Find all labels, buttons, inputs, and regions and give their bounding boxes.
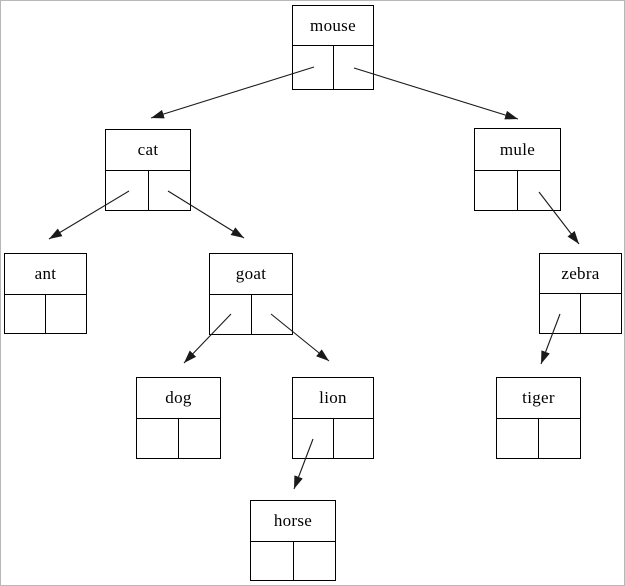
left-pointer-cell [5, 295, 46, 333]
node-label: ant [5, 254, 86, 295]
node-pointer-cells [210, 295, 292, 334]
node-pointer-cells [251, 542, 335, 580]
node-pointer-cells [137, 419, 220, 458]
tree-node-goat: goat [209, 253, 293, 335]
node-pointer-cells [5, 295, 86, 333]
node-pointer-cells [106, 171, 190, 210]
node-label: tiger [497, 378, 580, 419]
left-pointer-cell [251, 542, 294, 580]
right-pointer-cell [334, 46, 374, 89]
node-label: dog [137, 378, 220, 419]
left-pointer-cell [293, 46, 334, 89]
left-pointer-cell [293, 419, 334, 458]
left-pointer-cell [497, 419, 539, 458]
left-pointer-cell [210, 295, 252, 334]
left-pointer-cell [540, 294, 581, 333]
tree-node-dog: dog [136, 377, 221, 459]
tree-node-ant: ant [4, 253, 87, 334]
tree-node-zebra: zebra [539, 253, 622, 334]
right-pointer-cell [149, 171, 191, 210]
left-pointer-cell [137, 419, 179, 458]
node-label: lion [293, 378, 373, 419]
node-label: horse [251, 501, 335, 542]
right-pointer-cell [334, 419, 374, 458]
node-pointer-cells [475, 171, 560, 210]
tree-node-cat: cat [105, 129, 191, 211]
right-pointer-cell [179, 419, 220, 458]
node-label: goat [210, 254, 292, 295]
left-pointer-cell [475, 171, 518, 210]
node-pointer-cells [293, 46, 373, 89]
right-pointer-cell [46, 295, 86, 333]
right-pointer-cell [294, 542, 336, 580]
tree-node-tiger: tiger [496, 377, 581, 459]
tree-node-mule: mule [474, 128, 561, 211]
right-pointer-cell [518, 171, 560, 210]
node-label: zebra [540, 254, 621, 294]
right-pointer-cell [252, 295, 293, 334]
tree-node-mouse: mouse [292, 5, 374, 90]
node-pointer-cells [497, 419, 580, 458]
node-label: mule [475, 129, 560, 171]
left-pointer-cell [106, 171, 149, 210]
node-pointer-cells [540, 294, 621, 333]
tree-node-horse: horse [250, 500, 336, 581]
node-label: mouse [293, 6, 373, 46]
right-pointer-cell [539, 419, 580, 458]
right-pointer-cell [581, 294, 621, 333]
tree-node-lion: lion [292, 377, 374, 459]
node-label: cat [106, 130, 190, 171]
node-pointer-cells [293, 419, 373, 458]
